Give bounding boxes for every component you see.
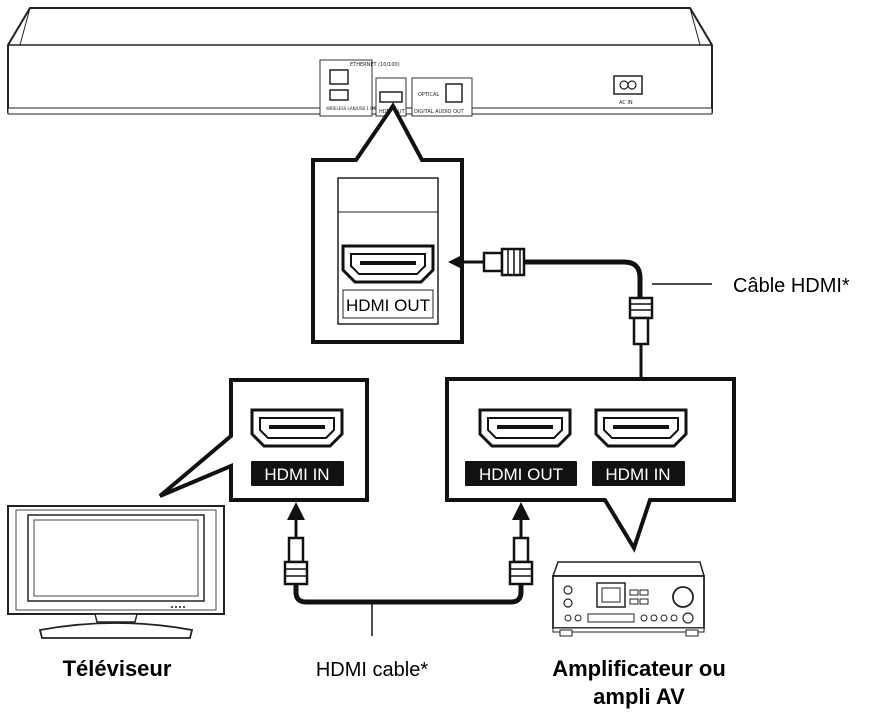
arrow-into-player <box>448 254 464 270</box>
arrow-into-amp-out <box>512 502 530 520</box>
amp-display <box>596 582 626 608</box>
top-hdmi-cable: Câble HDMI* <box>448 247 850 406</box>
amp-hdmi-in-badge <box>592 461 685 486</box>
amp-hdmi-out-label: HDMI OUT <box>479 465 563 484</box>
amp-label-line1: Amplificateur ou <box>552 656 726 681</box>
ethernet-port <box>329 69 349 85</box>
hdmi-plug-tv <box>287 536 305 564</box>
usb-label: WIRELESS LAN/USB 1 DC5V 500mA <box>326 106 397 111</box>
player-hdmi-port-small <box>379 91 403 103</box>
av-amplifier: Amplificateur ou ampli AV <box>551 561 726 709</box>
tv-hdmi-in-badge <box>251 461 344 486</box>
usb-port <box>329 89 349 101</box>
blu-ray-player: ETHERNET (10/100) WIRELESS LAN/USB 1 DC5… <box>7 7 713 117</box>
hdmi-plug-amp <box>512 536 530 564</box>
cable-top-label: Câble HDMI* <box>733 275 850 297</box>
tv-screen <box>27 514 205 602</box>
player-hdmi-out-label: HDMI OUT <box>346 296 430 315</box>
tv-stand <box>38 622 194 639</box>
bottom-hdmi-cable: HDMI cable* <box>283 502 534 681</box>
volume-knob-icon <box>672 586 694 608</box>
television: Téléviseur <box>7 505 225 681</box>
tv-hdmi-callout: HDMI IN <box>158 378 369 502</box>
hdmi-plug-horizontal <box>482 251 504 273</box>
ethernet-label: ETHERNET (10/100) <box>350 62 400 68</box>
amp-hdmi-out-badge <box>465 461 577 486</box>
optical-label: OPTICAL <box>418 92 439 98</box>
ac-in-label: AC IN <box>619 100 633 106</box>
amp-label-line2: ampli AV <box>593 684 685 709</box>
hdmi-plug-vertical <box>628 296 654 320</box>
cable-bottom-label: HDMI cable* <box>316 659 428 681</box>
tv-hdmi-in-label: HDMI IN <box>264 465 329 484</box>
optical-port <box>445 83 463 103</box>
digital-audio-out-label: DIGITAL AUDIO OUT <box>414 109 465 115</box>
arrow-into-tv <box>287 502 305 520</box>
amp-hdmi-callout: HDMI OUT HDMI IN <box>445 377 736 553</box>
amp-hdmi-in-label: HDMI IN <box>605 465 670 484</box>
tv-label: Téléviseur <box>63 656 172 681</box>
player-hdmi-callout: HDMI OUT <box>311 102 464 344</box>
